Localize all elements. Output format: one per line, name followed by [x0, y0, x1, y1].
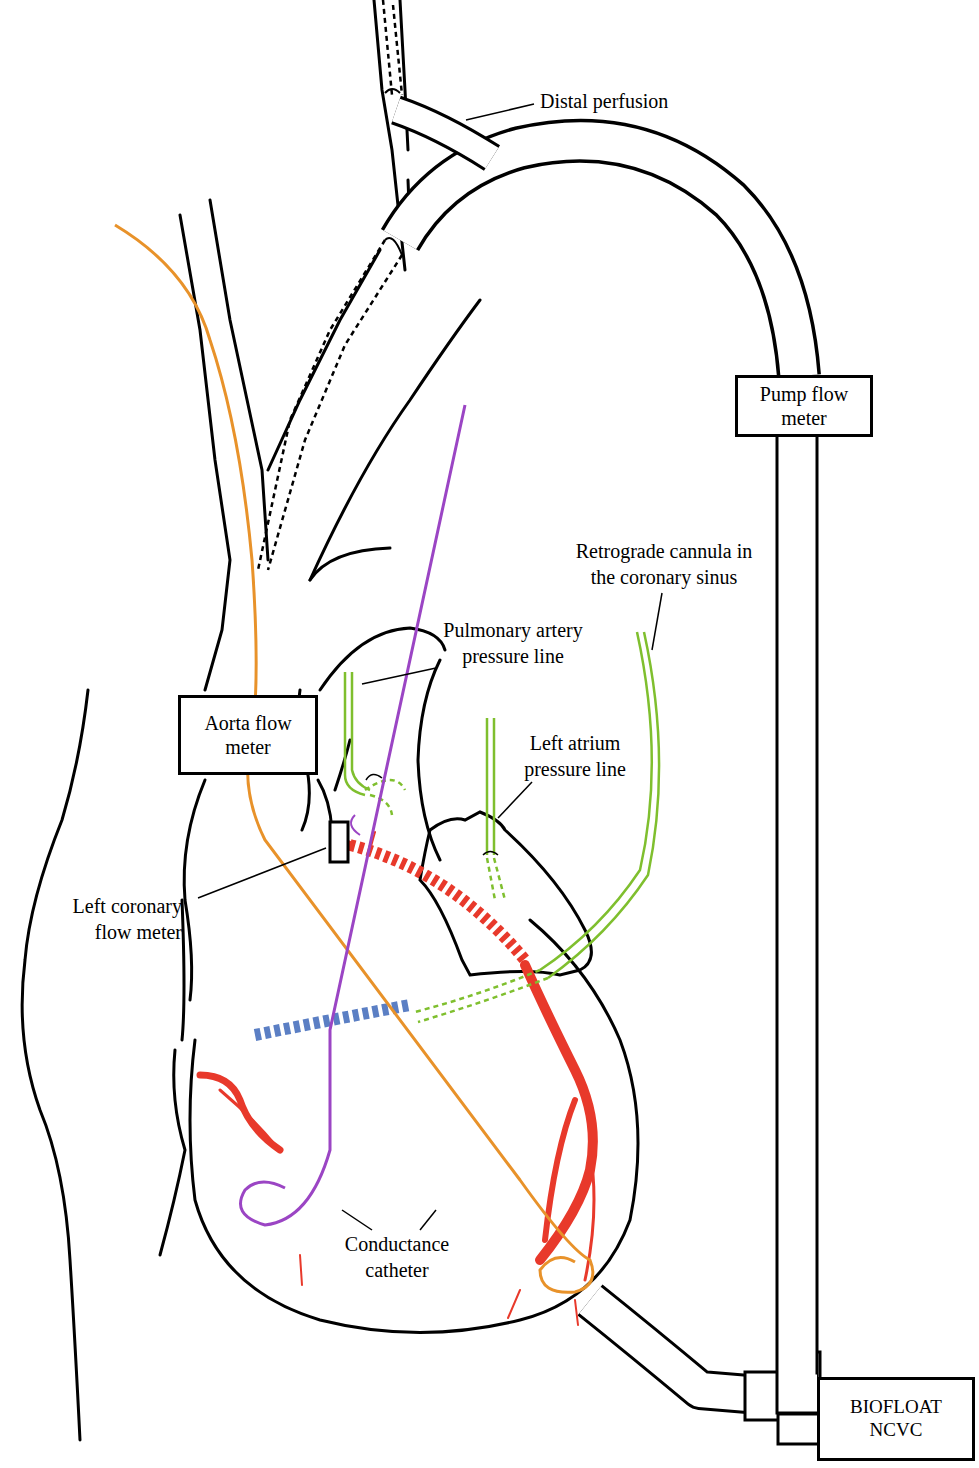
callout-label: Conductance catheter [336, 1231, 458, 1283]
box-label: BIOFLOAT NCVC [840, 1396, 952, 1442]
instrument-box: BIOFLOAT NCVC [817, 1377, 975, 1461]
tube-connector [797, 437, 817, 1393]
callout-label: Distal perfusion [540, 88, 700, 114]
callout-label: Left atrium pressure line [508, 730, 642, 782]
callout-label: Left coronary flow meter [48, 893, 182, 945]
box-label: Pump flow meter [748, 382, 860, 430]
instrument-box: Pump flow meter [735, 375, 873, 437]
callout-label: Pulmonary artery pressure line [432, 617, 594, 669]
instrument-box: Aorta flow meter [178, 695, 318, 775]
callout-label: Retrograde cannula in the coronary sinus [565, 538, 763, 590]
box-label: Aorta flow meter [192, 711, 304, 759]
